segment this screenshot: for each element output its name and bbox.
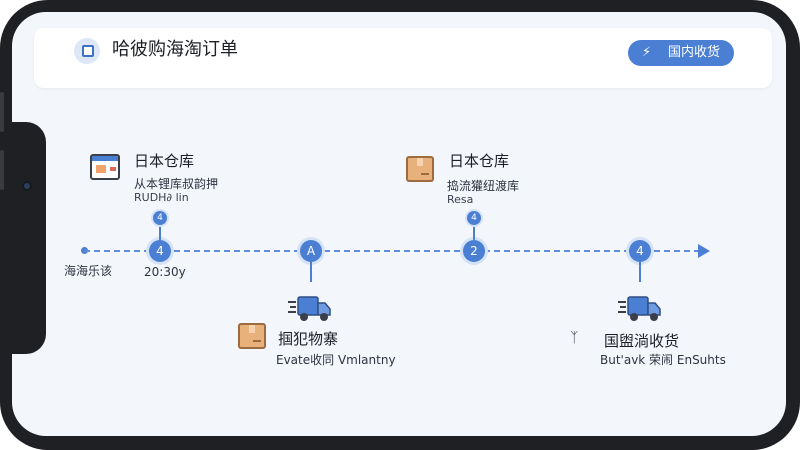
stop-shipping-sub: Evate收同 Vmlantny: [276, 353, 396, 367]
connector-down-2: [639, 262, 641, 282]
lightning-icon: ⚡: [642, 45, 652, 60]
stop-japan-warehouse-1-sub: 从本锂库叔韵押: [134, 177, 219, 191]
stop-japan-warehouse-2-title: 日本仓库: [449, 152, 510, 170]
side-button-volume-down: [0, 150, 4, 190]
package-icon: [238, 323, 266, 349]
timeline-node-2[interactable]: A: [300, 240, 322, 262]
window-icon: [90, 154, 120, 180]
page-title: 哈彼购海淘订单: [112, 39, 238, 60]
timeline-start-label: 海海乐该: [64, 264, 113, 278]
stop-japan-warehouse-1-title: 日本仓库: [134, 152, 195, 170]
connector-up-1: [159, 218, 161, 240]
timeline-node-4[interactable]: 4: [629, 240, 651, 262]
timeline-node-1[interactable]: 4: [149, 240, 171, 262]
camera-icon: [22, 181, 32, 191]
badge-label: 国内收货: [668, 45, 721, 60]
stop-japan-warehouse-2-sub: 捣流獾纽渡库: [447, 179, 520, 193]
stop-japan-warehouse-2-sub2: Resa: [447, 193, 474, 206]
delivery-truck-icon: [618, 296, 661, 321]
stop-domestic-delivery-title: 国盥淌收货: [604, 332, 680, 350]
connector-down-1: [310, 262, 312, 282]
order-icon: [74, 38, 100, 64]
package-icon: [406, 156, 434, 182]
stop-domestic-delivery-sub: But'avk 荣闹 EnSuhts: [600, 353, 726, 367]
timeline-line: [84, 250, 700, 252]
timeline-node-3[interactable]: 2: [463, 240, 485, 262]
side-button-volume-up: [0, 92, 4, 132]
domestic-delivery-badge[interactable]: ⚡ 国内收货: [628, 40, 734, 66]
notch: [12, 122, 46, 354]
delivery-truck-icon: [288, 296, 331, 321]
timeline-start-time: 20:30y: [144, 265, 186, 279]
mini-node-1: 4: [153, 211, 167, 225]
stop-shipping-title: 掴犯物寨: [278, 330, 339, 348]
connector-up-2: [473, 218, 475, 240]
timeline-arrow-icon: [698, 244, 710, 258]
mini-node-2: 4: [467, 211, 481, 225]
stop-japan-warehouse-1-sub2: RUDH∂ lin: [134, 191, 189, 204]
plant-icon: ᛉ: [570, 330, 579, 346]
